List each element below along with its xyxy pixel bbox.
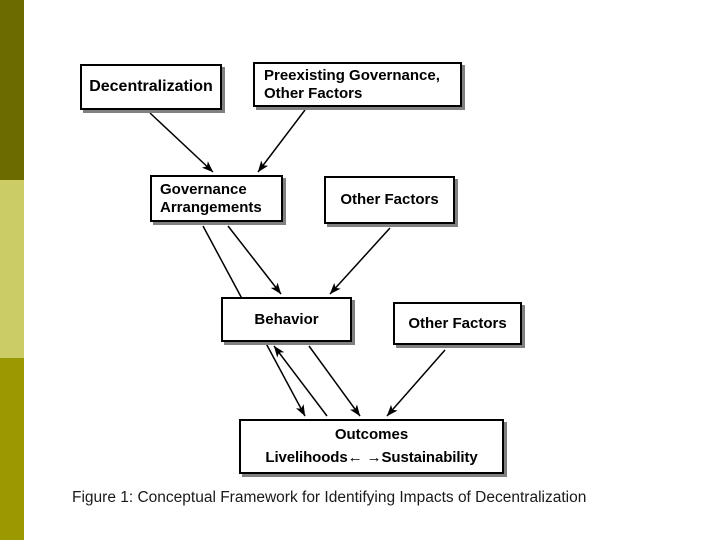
sidebar-decoration <box>0 0 24 540</box>
sidebar-band-medium-olive <box>0 358 24 540</box>
sidebar-band-light-olive <box>0 180 24 358</box>
node-other-factors-lower[interactable]: Other Factors <box>393 302 522 345</box>
node-behavior[interactable]: Behavior <box>221 297 352 342</box>
node-preexisting-line-2: Other Factors <box>264 84 363 102</box>
sidebar-band-dark-olive <box>0 0 24 180</box>
node-preexisting-line-1: Preexisting Governance, <box>264 66 440 84</box>
edge-outcomes-to-behavior-feedback <box>273 345 328 417</box>
node-outcomes[interactable]: Outcomes Livelihoods← →Sustainability <box>239 419 504 474</box>
edge-governance-to-behavior <box>227 225 282 295</box>
node-outcomes-subtitle: Livelihoods← →Sustainability <box>265 449 478 467</box>
node-governance-arrangements[interactable]: Governance Arrangements <box>150 175 283 222</box>
node-governance-line-1: Governance <box>160 180 247 198</box>
node-outcomes-title: Outcomes <box>334 426 409 444</box>
node-decentralization[interactable]: Decentralization <box>80 64 222 110</box>
node-governance-line-2: Arrangements <box>160 198 262 216</box>
node-other-factors-upper[interactable]: Other Factors <box>324 176 455 224</box>
sidebar-gutter <box>24 0 58 540</box>
edge-decentralization-to-governance <box>149 112 214 173</box>
edge-behavior-to-outcomes <box>308 345 361 417</box>
edge-preexisting-to-governance <box>257 109 306 173</box>
figure-caption: Figure 1: Conceptual Framework for Ident… <box>72 489 587 506</box>
edge-other-factors-1-to-behavior <box>329 227 391 295</box>
node-other-factors-upper-label: Other Factors <box>340 191 439 209</box>
edge-other-factors-2-to-outcomes <box>386 349 446 417</box>
node-decentralization-label: Decentralization <box>89 77 213 95</box>
node-other-factors-lower-label: Other Factors <box>408 314 507 332</box>
node-preexisting-governance[interactable]: Preexisting Governance, Other Factors <box>253 62 462 107</box>
node-behavior-label: Behavior <box>254 310 319 328</box>
